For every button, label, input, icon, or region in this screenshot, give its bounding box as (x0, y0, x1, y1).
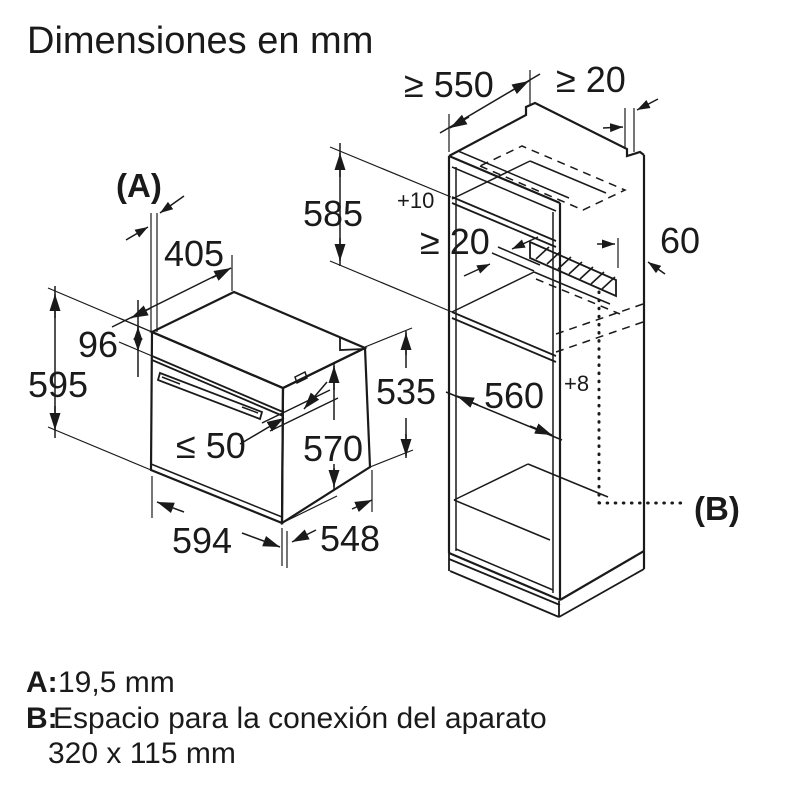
dim-548-label: 548 (320, 518, 380, 559)
dim-a-extension-lines (150, 213, 158, 332)
niche-ceiling-front-edge (451, 196, 557, 248)
legend-a-key: A: (26, 666, 58, 699)
legend-b-key: B: (26, 702, 58, 735)
dim-585-tolerance: +10 (397, 188, 434, 213)
dim-50-arrow-right (303, 381, 328, 410)
legend-b-value-line2: 320 x 115 mm (48, 737, 236, 770)
oven-handle-end-caps (161, 376, 259, 414)
legend: A: 19,5 mm B: Espacio para la conexión d… (26, 666, 547, 770)
dim-20-top-arrow-right (636, 98, 659, 111)
connection-space-dotted-line (597, 290, 688, 505)
dim-560-label: 560 (484, 375, 544, 416)
oven-door-bottom-seam (150, 463, 283, 518)
dim-20-top-arrow-left (602, 123, 624, 133)
dim-60-arrow-right (647, 261, 666, 275)
hidden-vent-channel-dashed (535, 278, 644, 353)
cabinet-bottom-edges (448, 550, 645, 602)
oven-control-panel-divider (151, 355, 284, 417)
dim-548-arrow-left (291, 529, 317, 543)
dim-585-extension-lines (329, 146, 453, 313)
dim-20-mid-arrow-left (463, 263, 491, 277)
dim-60-label: 60 (660, 220, 700, 261)
oven-door-handle (156, 371, 264, 421)
dim-50-arrow-left (239, 417, 285, 445)
cabinet-bottom-compartment (453, 463, 609, 591)
dim-20-top-extension-lines (624, 108, 635, 152)
dim-594-arrow-right (241, 532, 281, 548)
vent-slot-hatching (535, 246, 616, 290)
dim-560-arrow-right (529, 423, 553, 436)
dim-550-extension-lines (448, 70, 531, 152)
dim-20-top-label: ≥ 20 (556, 59, 626, 100)
dim-570-extension-lines (281, 361, 338, 524)
dim-405-arrow-right (211, 267, 232, 281)
dim-20-mid-label: ≥ 20 (420, 221, 490, 262)
dim-50-label: ≤ 50 (176, 425, 246, 466)
oven-top-rear-notch (339, 338, 365, 351)
hidden-top-cavity-dashed (478, 145, 627, 211)
cabinet-top-outline (448, 101, 645, 158)
cabinet-inner-wall-edges (455, 167, 554, 593)
page-title: Dimensiones en mm (27, 20, 373, 62)
cabinet-top-panel-underside (451, 166, 557, 212)
dim-595-extension-lines (47, 287, 153, 471)
cabinet-top-front-edge (448, 154, 561, 205)
dim-594-extension-lines (151, 476, 288, 568)
dim-560-tolerance: +8 (564, 371, 589, 396)
dim-96-extension-lines (118, 317, 153, 357)
legend-a-value: 19,5 mm (58, 666, 175, 699)
dim-535-label: 535 (376, 371, 436, 412)
dim-20-mid-plane-lines (491, 246, 541, 272)
dim-560-arrow-left (456, 395, 479, 408)
oven-drawing: (A) 405 96 595 ≤ 50 570 5 (28, 167, 436, 568)
niche-floor-surface (451, 271, 611, 313)
cabinet-plinth (448, 553, 645, 618)
dim-585-label: 585 (303, 193, 363, 234)
cabinet-drawing: ≥ 550 ≥ 20 585 +10 ≥ 20 60 560 +8 (B) (303, 59, 740, 618)
dim-550-arrow-right (510, 80, 530, 95)
dim-a-arrow-upper (159, 195, 185, 214)
cabinet-vertical-edges (447, 155, 646, 600)
dim-548-arrow-right (351, 499, 373, 512)
dim-594-label: 594 (172, 520, 232, 561)
cabinet-marker-b-label: (B) (694, 490, 740, 527)
cabinet-top-inner-edge (457, 150, 570, 199)
dim-405-arrow-left (130, 305, 152, 319)
dim-a-arrow-lower (125, 226, 149, 241)
oven-marker-a-label: (A) (116, 167, 162, 204)
niche-ceiling-surface (451, 160, 607, 200)
dim-550-label: ≥ 550 (404, 64, 494, 105)
dim-550-arrow-left (449, 114, 470, 129)
dim-594-arrow-left (156, 501, 185, 514)
vent-slot-outline (529, 240, 617, 298)
dim-20-mid-arrow-right (511, 236, 539, 250)
dim-595-label: 595 (28, 364, 88, 405)
legend-b-value-line1: Espacio para la conexión del aparato (53, 702, 547, 735)
dim-405-label: 405 (164, 233, 224, 274)
dim-570-label: 570 (303, 428, 363, 469)
dim-96-label: 96 (78, 324, 118, 365)
niche-floor-front-edge (451, 311, 557, 363)
